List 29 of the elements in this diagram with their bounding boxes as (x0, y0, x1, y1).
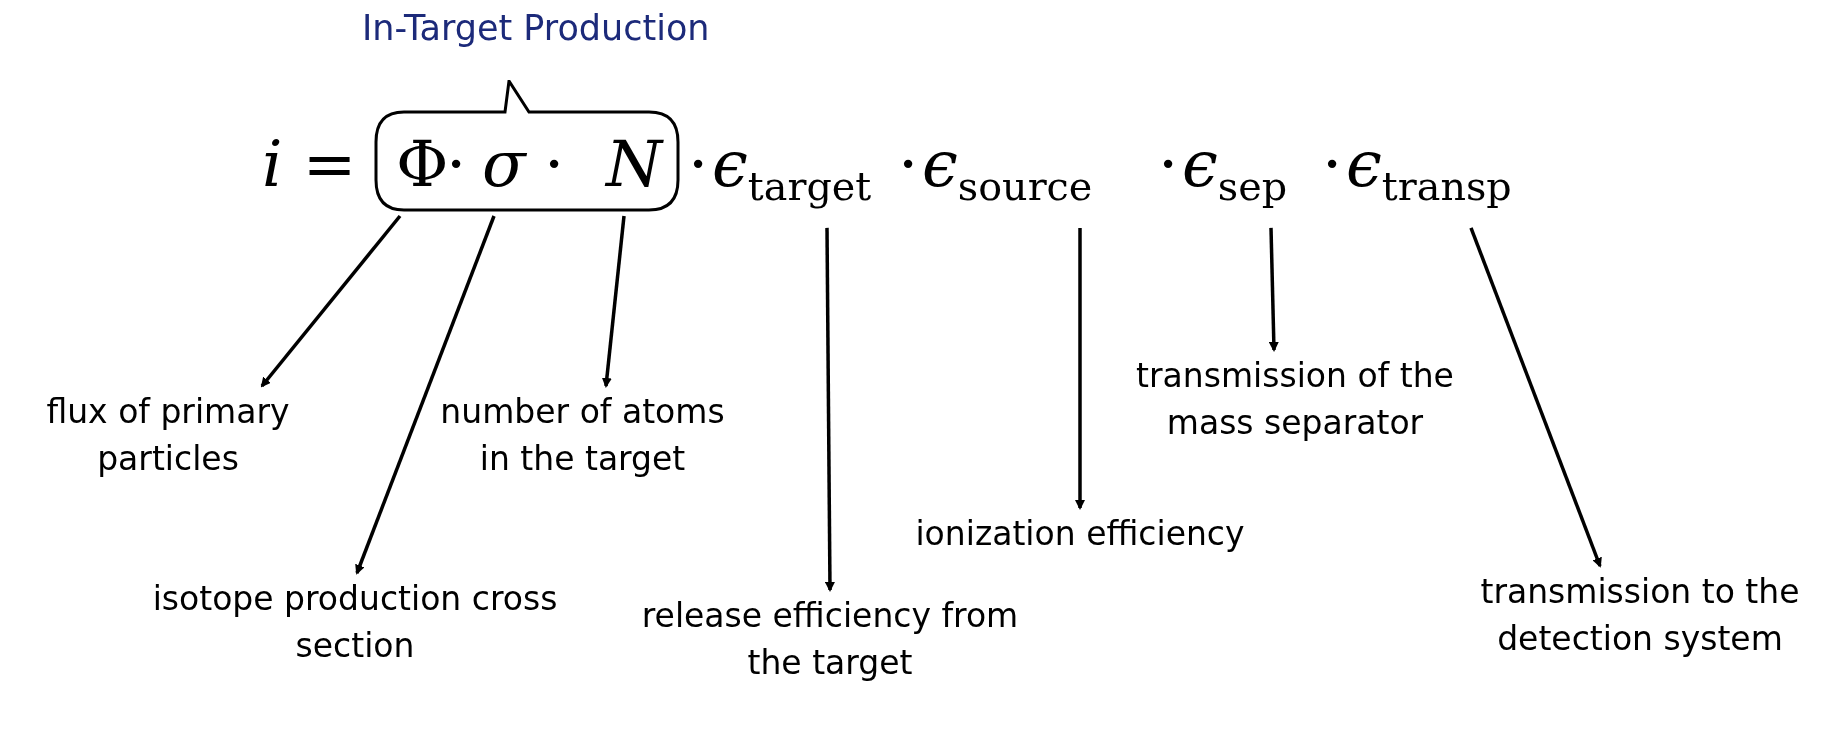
annotation-text: flux of primary particles (8, 388, 328, 482)
annotation-text: transmission of the mass separator (1090, 352, 1500, 446)
arrow (824, 227, 835, 592)
arrow (1075, 227, 1085, 510)
epsilon-term: ϵ$_{sep}$ (1182, 124, 1288, 226)
arrow (1268, 227, 1279, 352)
multiplication-dot: · (1322, 126, 1343, 203)
arrow (1469, 227, 1602, 568)
arrow (355, 215, 496, 575)
sigma-symbol: σ (482, 124, 526, 204)
n-symbol: N (606, 124, 662, 204)
epsilon-term: ϵ$_{source}$ (922, 124, 1093, 226)
multiplication-dot: · (898, 126, 919, 203)
epsilon-term: ϵ$_{target}$ (712, 124, 872, 226)
annotation-text: transmission to the detection system (1440, 568, 1840, 662)
multiplication-dot: · (446, 126, 467, 203)
multiplication-dot: · (688, 126, 709, 203)
arrow (260, 214, 402, 388)
callout-heading: In-Target Production (362, 7, 710, 50)
phi-symbol: Φ (396, 124, 449, 204)
arrow (601, 215, 626, 388)
multiplication-dot: · (1158, 126, 1179, 203)
annotation-text: ionization efficiency (870, 510, 1290, 557)
annotation-text: number of atoms in the target (440, 388, 725, 482)
equation-text: i = (262, 126, 357, 203)
annotation-text: isotope production cross section (150, 575, 560, 669)
annotation-text: release efficiency from the target (630, 592, 1030, 686)
epsilon-term: ϵ$_{transp}$ (1346, 124, 1512, 226)
multiplication-dot: · (544, 126, 565, 203)
